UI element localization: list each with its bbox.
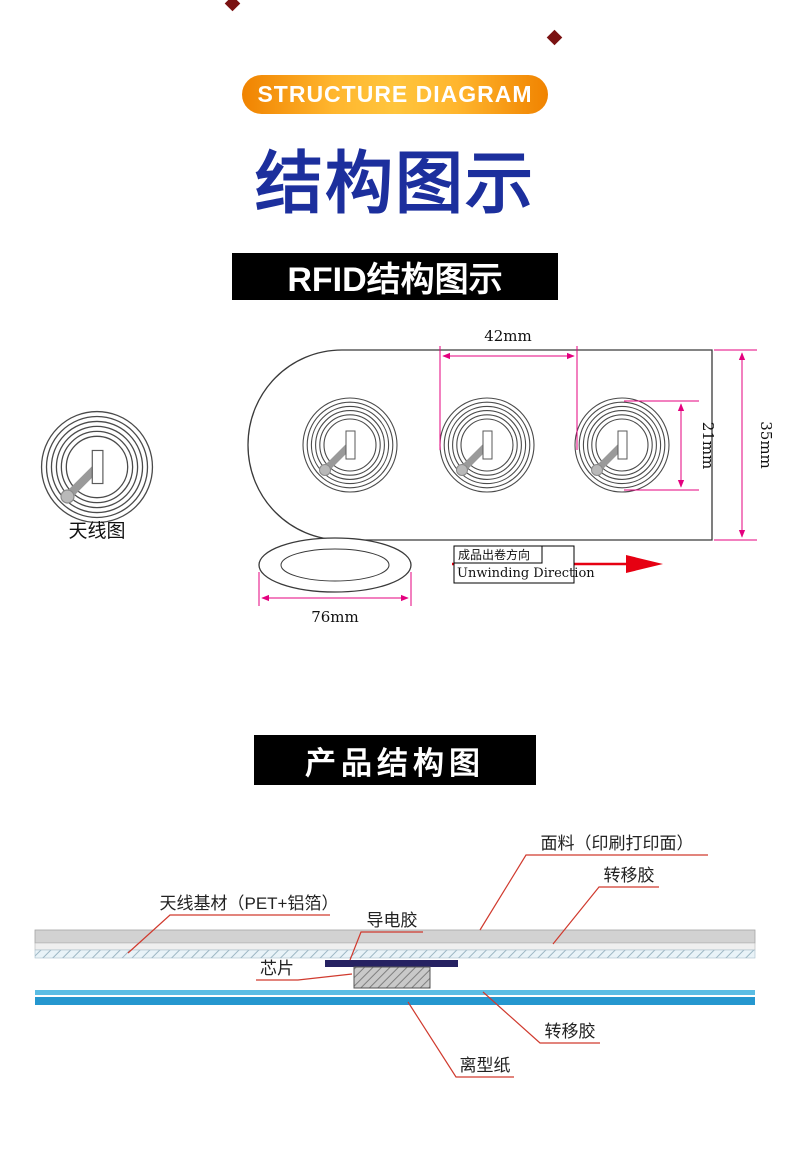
leader-transfer-top [552,886,659,945]
roll-core [258,537,412,593]
product-section-heading: 产品结构图 [305,745,485,781]
product-section-banner: 产品结构图 [254,735,536,785]
unwinding-direction-box: 成品出卷方向 Unwinding Direction [453,545,595,584]
label-transfer-bottom: 转移胶 [545,1022,596,1041]
dimension-76mm: 76mm [258,572,412,626]
label-substrate: 天线基材（PET+铝箔） [160,894,339,913]
unwinding-direction-cn: 成品出卷方向 [458,547,530,562]
antenna-caption: 天线图 [68,520,125,542]
label-transfer-top: 转移胶 [604,866,655,885]
layer-transfer-top [34,942,756,951]
dimension-42mm-label: 42mm [484,327,532,345]
layer-conductive-adhesive [325,960,458,967]
dimension-35mm: 35mm [714,349,775,541]
product-structure-drawing: 面料（印刷打印面） 转移胶 天线基材（PET+铝箔） 导电胶 芯片 转移胶 离型… [34,834,756,1078]
arrow-head-icon [626,555,663,573]
leader-transfer-bottom [482,991,600,1044]
dimension-35mm-label: 35mm [757,421,775,469]
leader-conductive [349,931,423,961]
label-face: 面料（印刷打印面） [541,834,694,853]
leader-release [407,1001,514,1078]
badge-label: STRUCTURE DIAGRAM [257,81,533,107]
layer-release-paper [35,997,755,1005]
decorative-diamond-left [224,0,241,12]
structure-diagram-badge: STRUCTURE DIAGRAM [242,75,548,114]
dimension-21mm: 21mm [624,400,717,491]
label-release: 离型纸 [460,1056,511,1075]
leader-chip [256,973,353,981]
layer-chip [353,966,431,989]
rfid-section-heading: RFID结构图示 [287,261,503,299]
dimension-76mm-label: 76mm [311,608,359,626]
layer-transfer-bottom [35,990,755,995]
dimension-42mm: 42mm [439,327,578,450]
rfid-section-banner: RFID结构图示 [232,253,558,300]
unwinding-direction-en: Unwinding Direction [457,566,595,581]
label-chip: 芯片 [260,959,294,978]
rfid-structure-drawing: 42mm 21mm 35mm 76mm [0,327,775,626]
antenna-coil-sample [42,412,153,523]
label-conductive: 导电胶 [367,911,418,930]
layer-substrate [34,949,756,959]
dimension-21mm-label: 21mm [699,422,717,470]
leader-substrate [127,914,330,954]
decorative-diamond-right [546,29,563,46]
label-web-strip [247,349,713,541]
leader-face [479,854,708,931]
page-title: 结构图示 [254,146,535,222]
